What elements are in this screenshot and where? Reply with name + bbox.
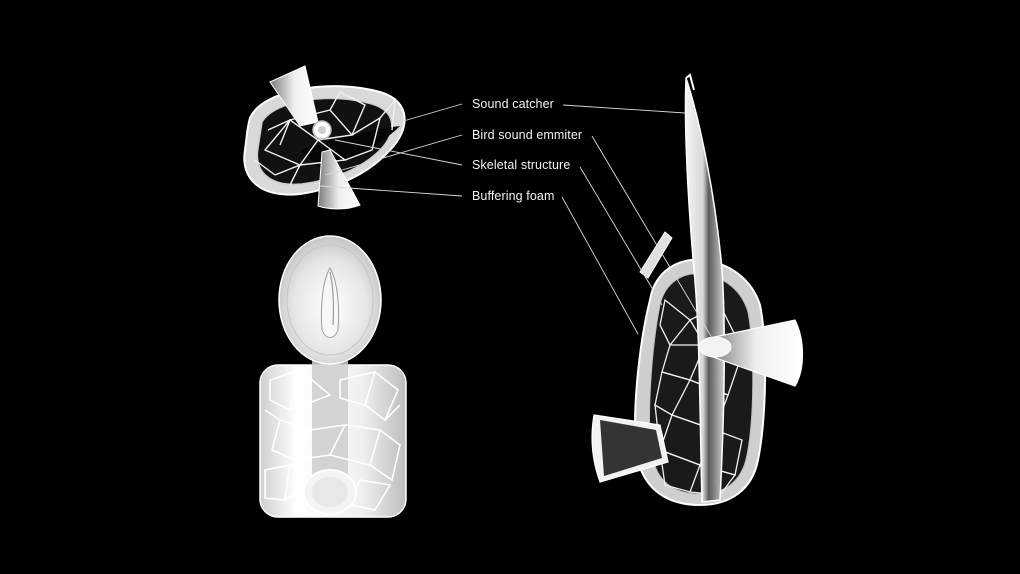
label-bird-sound-emitter: Bird sound emmiter <box>472 128 583 142</box>
label-skeletal-structure: Skeletal structure <box>472 158 571 172</box>
label-sound-catcher: Sound catcher <box>472 97 554 111</box>
leader-lines <box>319 103 713 339</box>
side-view-model <box>591 73 804 507</box>
label-buffering-foam: Buffering foam <box>472 189 555 203</box>
top-view-model <box>243 65 406 210</box>
front-view-model <box>259 235 407 518</box>
